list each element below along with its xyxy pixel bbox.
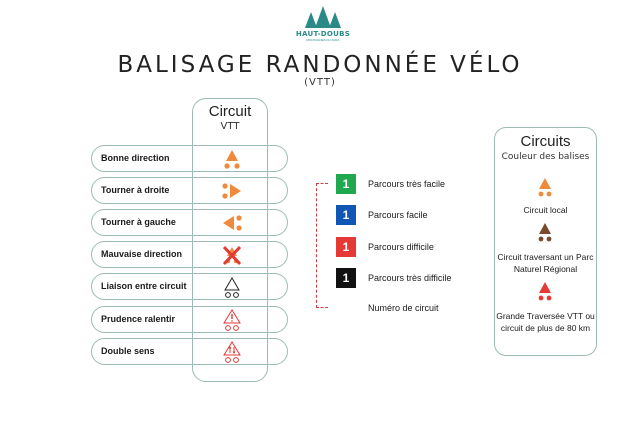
row-prudence-ralentir: Prudence ralentir bbox=[91, 306, 288, 333]
row-label: Tourner à droite bbox=[101, 185, 170, 195]
legend-label: Parcours très difficile bbox=[368, 273, 452, 283]
logo-tagline: MONTAGNES DU JURA bbox=[306, 38, 340, 42]
row-label: Liaison entre circuit bbox=[101, 281, 187, 291]
colors-box-title: Circuits bbox=[520, 133, 571, 150]
outline-triangle-icon bbox=[224, 277, 240, 298]
number-square-green: 1 bbox=[336, 174, 356, 194]
caution-triangle-icon bbox=[223, 309, 241, 331]
row-label: Double sens bbox=[101, 346, 155, 356]
colors-box-item-label: Grande Traversée VTT ou circuit de plus … bbox=[496, 311, 595, 333]
row-bonne-direction: Bonne direction bbox=[91, 145, 288, 172]
up-arrow-icon bbox=[224, 150, 240, 169]
legend-footnote: Numéro de circuit bbox=[368, 303, 439, 313]
number-square-black: 1 bbox=[336, 268, 356, 288]
circuit-colors-box bbox=[494, 127, 597, 356]
page-subtitle: (VTT) bbox=[304, 77, 336, 88]
colors-box-subtitle: Couleur des balises bbox=[501, 152, 590, 162]
number-square-blue: 1 bbox=[336, 205, 356, 225]
column-subtitle: VTT bbox=[220, 121, 240, 132]
row-mauvaise-direction: Mauvaise direction bbox=[91, 241, 288, 268]
row-tourner-droite: Tourner à droite bbox=[91, 177, 288, 204]
row-tourner-gauche: Tourner à gauche bbox=[91, 209, 288, 236]
circuit-vtt-column bbox=[192, 98, 268, 382]
left-arrow-icon bbox=[223, 215, 242, 231]
colors-box-item-label: Circuit traversant un Parc Naturel Régio… bbox=[497, 252, 594, 274]
haut-doubs-logo: HAUT-DOUBS MONTAGNES DU JURA bbox=[293, 6, 353, 50]
legend-label: Parcours très facile bbox=[368, 179, 446, 189]
red-marker-icon bbox=[538, 282, 552, 301]
two-way-triangle-icon bbox=[223, 341, 241, 363]
brown-marker-icon bbox=[538, 223, 552, 242]
right-arrow-icon bbox=[222, 183, 241, 199]
row-label: Prudence ralentir bbox=[101, 314, 176, 324]
row-label: Mauvaise direction bbox=[101, 249, 183, 259]
row-label: Tourner à gauche bbox=[101, 217, 176, 227]
logo-name: HAUT-DOUBS bbox=[295, 30, 351, 38]
legend-bracket bbox=[316, 183, 328, 308]
number-square-red: 1 bbox=[336, 237, 356, 257]
row-liaison-circuit: Liaison entre circuit bbox=[91, 273, 288, 300]
row-label: Bonne direction bbox=[101, 153, 170, 163]
page-title: BALISAGE RANDONNÉE VÉLO bbox=[117, 52, 523, 78]
wrong-way-cross-icon bbox=[222, 245, 242, 266]
pine-trees-icon bbox=[305, 6, 341, 28]
legend-label: Parcours difficile bbox=[368, 242, 434, 252]
colors-box-item-label: Circuit local bbox=[523, 205, 568, 215]
row-double-sens: Double sens bbox=[91, 338, 288, 365]
column-title: Circuit bbox=[208, 103, 252, 120]
orange-marker-icon bbox=[538, 178, 552, 197]
legend-label: Parcours facile bbox=[368, 210, 428, 220]
